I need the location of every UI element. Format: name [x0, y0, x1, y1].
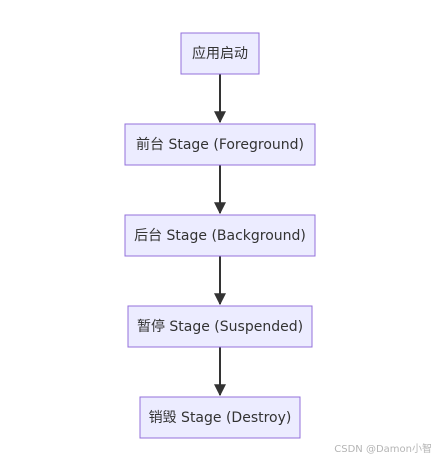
watermark-text: CSDN @Damon小智: [334, 444, 432, 455]
node-label: 应用启动: [192, 45, 248, 62]
node-label: 后台 Stage (Background): [134, 228, 306, 244]
node-label: 前台 Stage (Foreground): [136, 136, 304, 153]
flowchart-node-launch: 应用启动: [180, 32, 260, 75]
flowchart-node-background: 后台 Stage (Background): [124, 214, 316, 257]
node-box: [127, 305, 313, 348]
node-label: 销毁 Stage (Destroy): [149, 410, 292, 426]
node-box: [180, 32, 260, 75]
node-box: [139, 396, 301, 439]
flowchart-node-destroy: 销毁 Stage (Destroy): [139, 396, 301, 439]
node-box: [124, 123, 316, 166]
flowchart-node-foreground: 前台 Stage (Foreground): [124, 123, 316, 166]
flowchart-node-suspended: 暂停 Stage (Suspended): [127, 305, 313, 348]
node-label: 暂停 Stage (Suspended): [137, 318, 303, 335]
node-box: [124, 214, 316, 257]
